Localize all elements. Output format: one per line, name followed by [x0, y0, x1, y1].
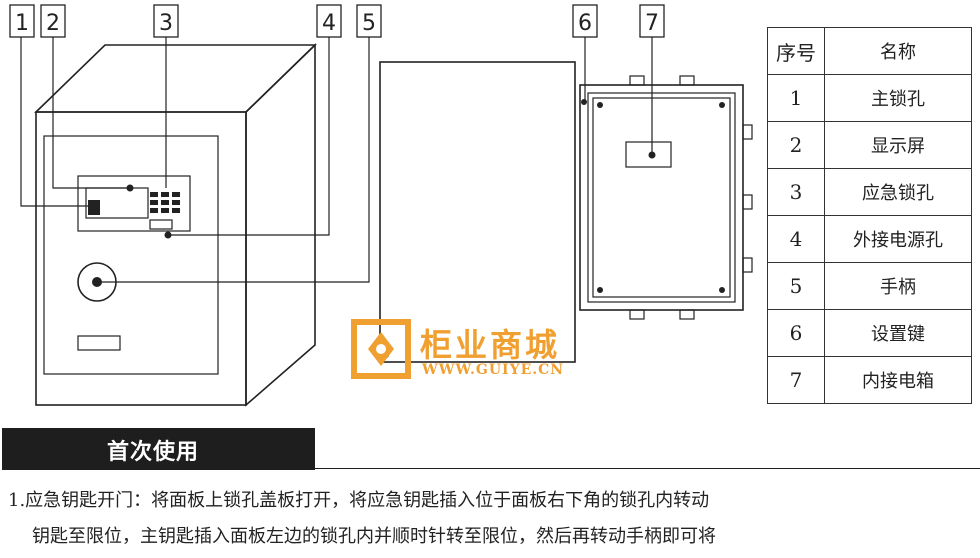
table-row: 2 显示屏	[767, 121, 972, 169]
header-number: 序号	[767, 27, 825, 75]
callout-3: 3	[153, 4, 179, 38]
svg-text:5: 5	[362, 11, 376, 36]
callout-2: 2	[40, 4, 66, 38]
callout-1: 1	[9, 4, 35, 38]
instruction-line-2: 钥匙至限位，主钥匙插入面板左边的锁孔内并顺时针转至限位，然后再转动手柄即可将	[32, 526, 716, 547]
callout-5: 5	[356, 4, 382, 38]
inner-battery-box	[625, 141, 672, 168]
table-row: 7 内接电箱	[767, 356, 972, 404]
svg-text:3: 3	[159, 11, 173, 36]
callout-4: 4	[316, 4, 342, 38]
section-header: 首次使用	[2, 428, 315, 470]
callout-7: 7	[639, 4, 665, 38]
legend-header-row: 序号 名称	[767, 27, 972, 75]
leader-lines	[20, 37, 370, 283]
section-title: 首次使用	[107, 440, 200, 465]
safe-diagram: 1 2 3 4 5 6 7	[9, 4, 753, 407]
table-row: 1 主锁孔	[767, 74, 972, 122]
section-divider	[315, 468, 980, 469]
table-row: 3 应急锁孔	[767, 168, 972, 216]
control-panel	[77, 175, 191, 232]
svg-text:7: 7	[645, 11, 659, 36]
svg-text:2: 2	[46, 11, 60, 36]
legend-table: 序号 名称 1 主锁孔 2 显示屏 3 应急锁孔 4 外接电源孔 5 手柄 6 …	[767, 27, 972, 404]
emergency-keyhole	[149, 219, 173, 230]
keypad	[150, 192, 180, 213]
door-inner-view	[379, 61, 753, 363]
table-row: 5 手柄	[767, 262, 972, 310]
watermark-title: 柜业商城	[420, 326, 561, 364]
watermark-url: WWW.GUIYE.CN	[422, 362, 565, 378]
table-row: 4 外接电源孔	[767, 215, 972, 263]
svg-text:1: 1	[15, 11, 29, 36]
table-row: 6 设置键	[767, 309, 972, 357]
safe-cabinet	[34, 43, 317, 407]
svg-text:4: 4	[322, 11, 336, 36]
header-name: 名称	[824, 27, 972, 75]
watermark-logo: 柜业商城 WWW.GUIYE.CN	[350, 318, 590, 388]
watermark-shield-icon	[351, 319, 411, 379]
instruction-line-1: 1.应急钥匙开门：将面板上锁孔盖板打开，将应急钥匙插入位于面板右下角的锁孔内转动	[8, 490, 710, 511]
callout-6: 6	[572, 4, 598, 38]
svg-text:6: 6	[578, 11, 592, 36]
